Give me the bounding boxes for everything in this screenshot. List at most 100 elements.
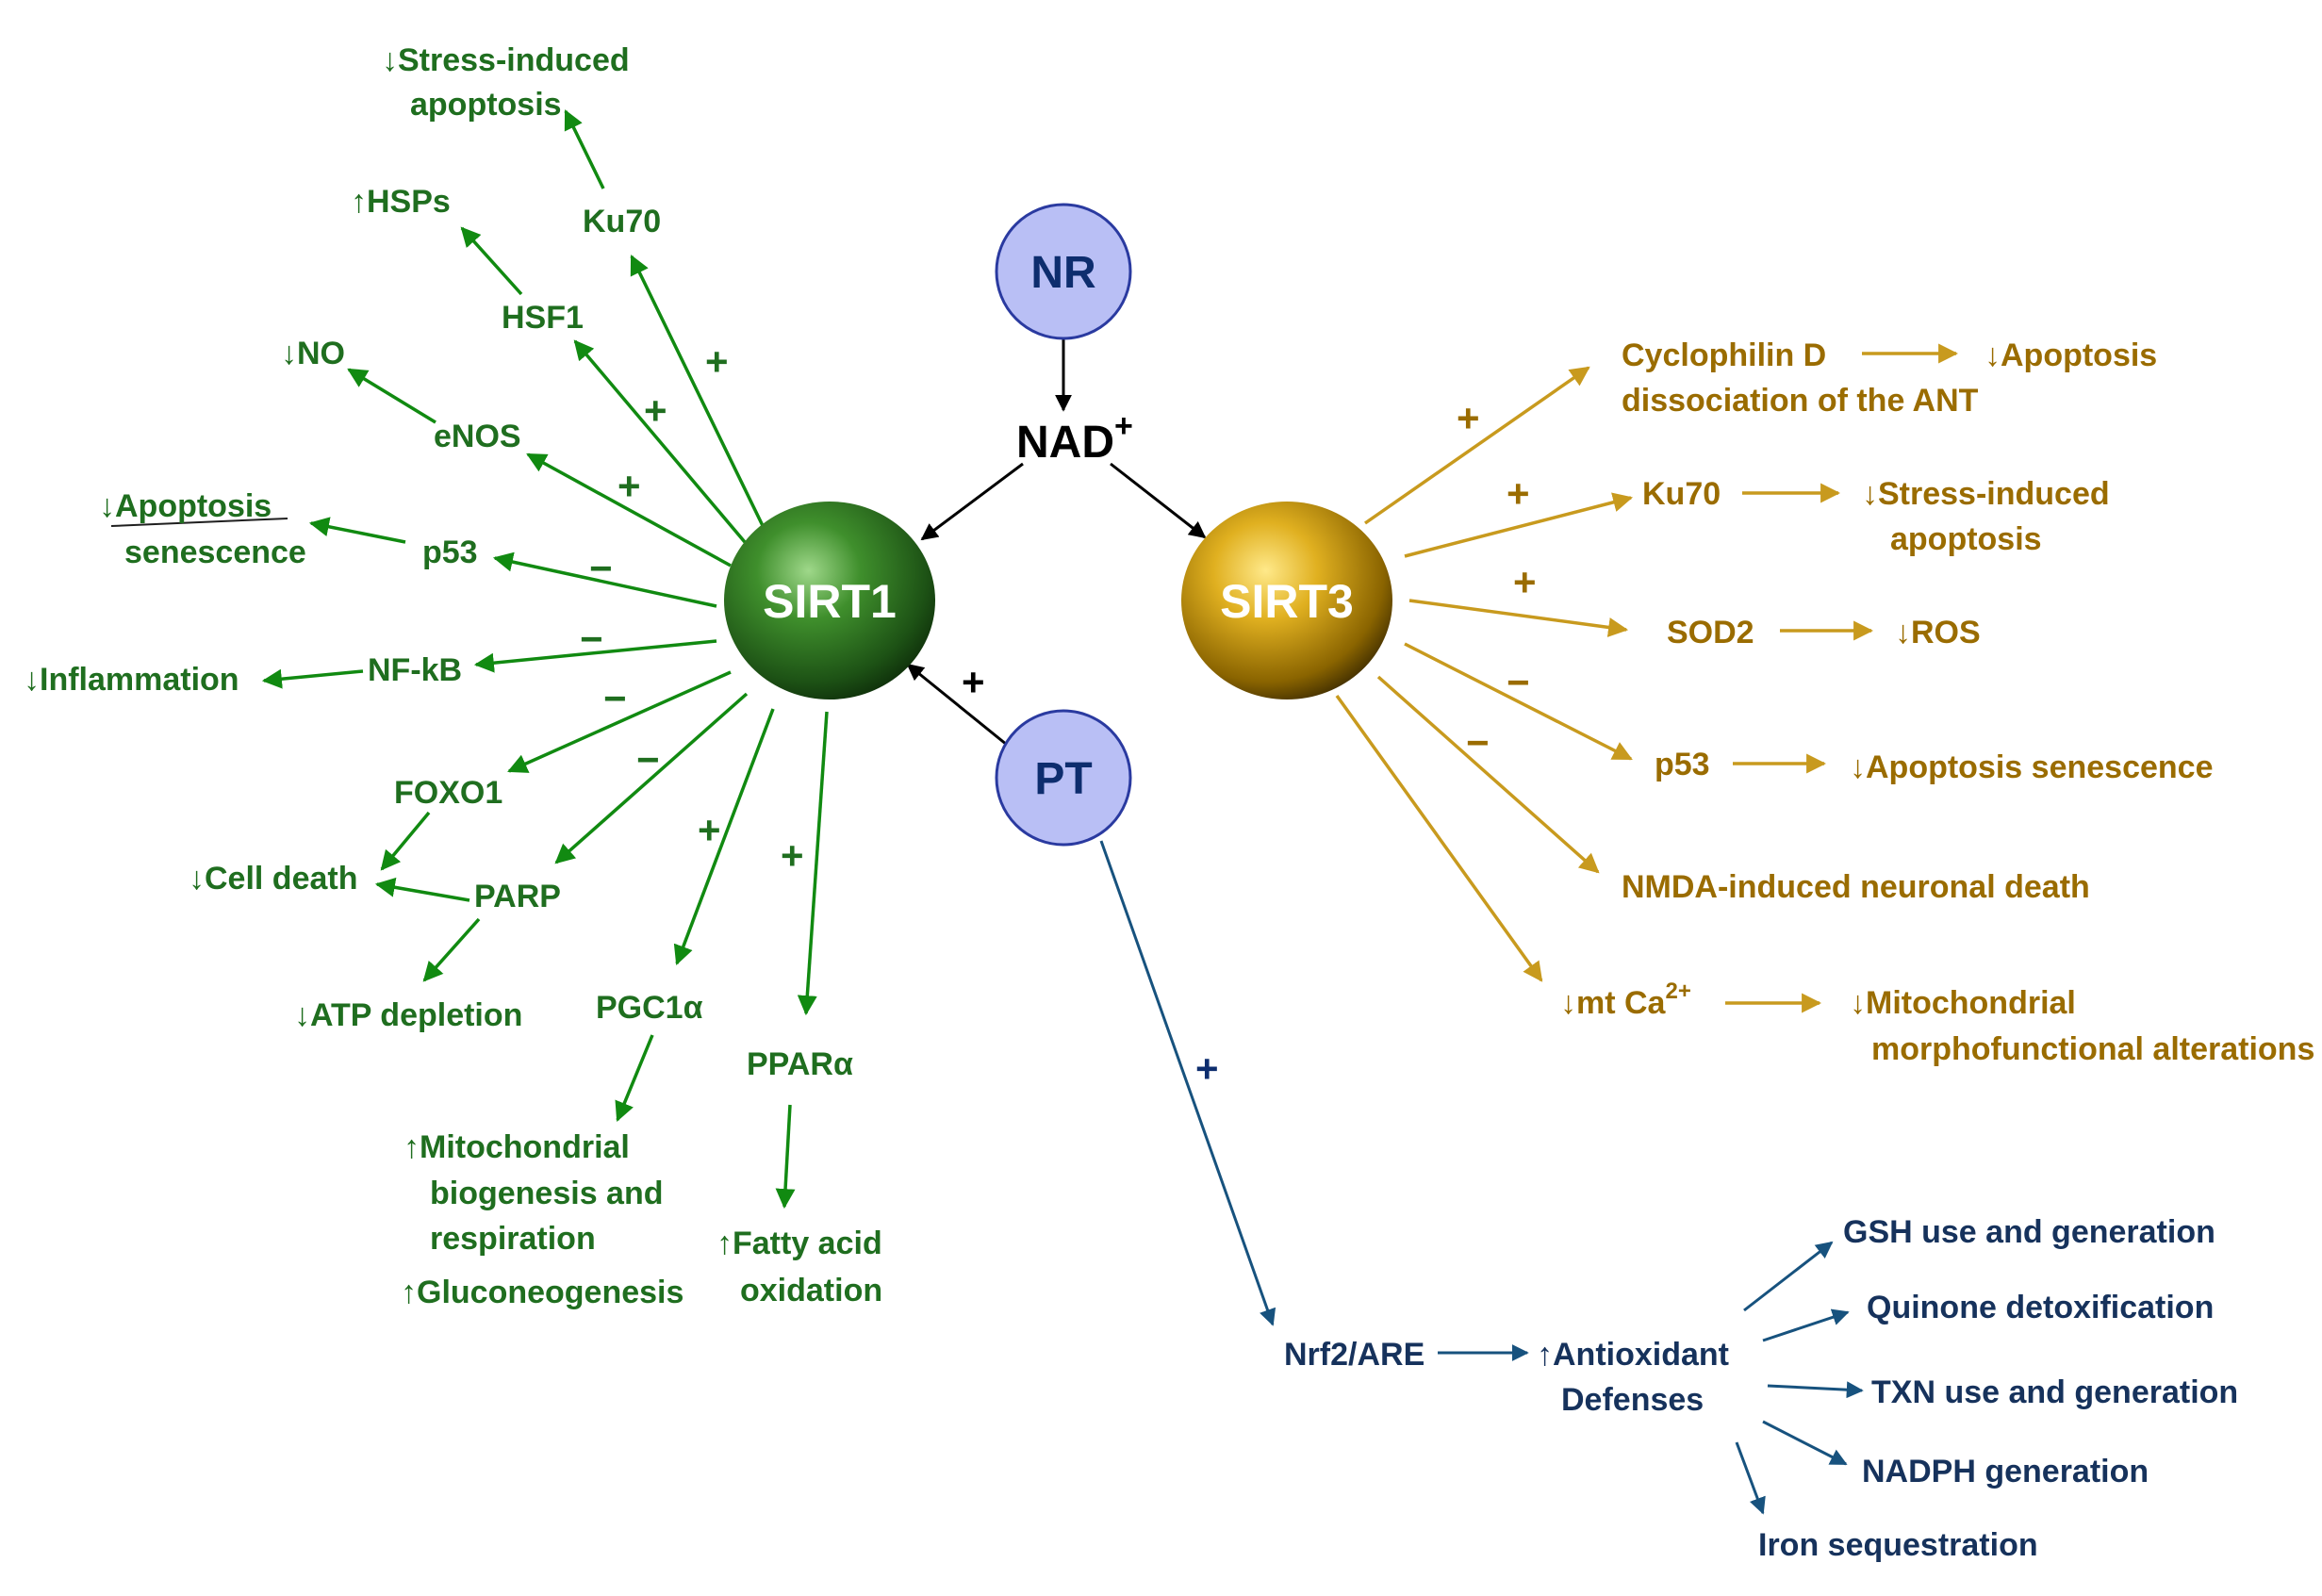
arrow-sirt3-nmda: [1376, 675, 1600, 874]
sirt1-label: SIRT1: [763, 575, 897, 628]
arrow-sirt3-cyclophilin: [1364, 366, 1590, 525]
arrow-sirt1-ppara: [797, 711, 829, 1016]
arrow-foxo1-celldeath: [380, 811, 431, 871]
arrow-nad-sirt1: [920, 462, 1024, 541]
sign-ppara: +: [781, 833, 804, 878]
sign-sod2: +: [1513, 560, 1537, 604]
arrow-nfkb-inflammation: [261, 668, 364, 689]
node-sirt3: SIRT3: [1181, 502, 1392, 699]
sign-ku70: +: [705, 339, 729, 384]
arrow-hsf1-hsps: [460, 226, 523, 296]
sirt1-hsps: ↑HSPs: [351, 184, 451, 220]
sign-hsf1: +: [644, 388, 667, 433]
arrow-parp-celldeath: [374, 877, 470, 902]
sign-nmda: −: [1466, 720, 1490, 765]
pt-txn: TXN use and generation: [1871, 1374, 2238, 1410]
sirt3-signs: + + + − −: [1457, 396, 1537, 765]
sirt1-signs: + + + − − − − + +: [580, 339, 804, 878]
sirt1-fatty-line2: oxidation: [740, 1273, 882, 1308]
arrow-pgc1a-mito: [615, 1034, 654, 1122]
sirt1-stress-apoptosis-line1: ↓Stress-induced: [382, 42, 630, 78]
sirt3-sphere: [1181, 502, 1392, 699]
arrow-enos-no: [347, 368, 436, 424]
sign-pt-sirt1: +: [962, 660, 985, 704]
sirt3-cyclophilin-line2: dissociation of the ANT: [1622, 383, 1979, 419]
arrow-sirt1-parp: [554, 692, 749, 864]
arrow-parp-atp: [422, 917, 481, 982]
sirt1-stress-apoptosis-line2: apoptosis: [410, 87, 562, 123]
sirt1-inflammation: ↓Inflammation: [24, 662, 239, 698]
arrow-sirt3-mtca: [1335, 694, 1543, 982]
sign-nfkb: −: [580, 617, 603, 661]
sirt1-sphere: [724, 502, 935, 699]
sirt1-ku70: Ku70: [583, 204, 661, 239]
sign-foxo1: −: [603, 676, 627, 720]
node-pt: PT: [995, 709, 1132, 847]
arrow-pt-nrf2: [1099, 840, 1276, 1326]
nad-text: NAD: [1016, 418, 1114, 468]
sirt1-ppara: PPARα: [747, 1046, 853, 1082]
sirt3-ku70: Ku70: [1642, 476, 1721, 512]
arrow-nad-sirt3: [1110, 462, 1207, 539]
sirt1-hsf1: HSF1: [502, 300, 584, 336]
arrow-antiox-quinone: [1762, 1308, 1850, 1342]
sirt1-enos: eNOS: [434, 419, 521, 454]
pt-label: PT: [1034, 754, 1092, 804]
sirt3-mtca: ↓mt Ca2+: [1560, 979, 1691, 1021]
sirt1-mito-line2: biogenesis and: [430, 1176, 664, 1211]
pt-sign: +: [1195, 1046, 1219, 1091]
arrow-antiox-nadph: [1762, 1420, 1848, 1466]
sign-pgc1a: +: [698, 808, 721, 852]
nr-label: NR: [1030, 248, 1095, 298]
sirt1-senescence: senescence: [124, 535, 306, 570]
sirt3-p53: p53: [1655, 747, 1710, 782]
sirt3-ros: ↓ROS: [1895, 615, 1981, 650]
sirt1-mito-line3: respiration: [430, 1221, 596, 1257]
pt-labels: + Nrf2/ARE ↑Antioxidant Defenses GSH use…: [1195, 1046, 2238, 1563]
sirt1-nfkb: NF-kB: [368, 652, 462, 688]
nr-circle: [995, 203, 1132, 340]
pt-antiox-line1: ↑Antioxidant: [1537, 1337, 1729, 1373]
sign-cyclophilin: +: [1457, 396, 1480, 440]
arrow-pt-sirt1: [906, 663, 1008, 747]
sirt1-arrows: [261, 109, 829, 1209]
sirt1-pgc1a: PGC1α: [596, 990, 703, 1026]
pt-gsh: GSH use and generation: [1843, 1214, 2215, 1250]
arrow-sirt1-enos: [526, 452, 732, 568]
arrow-sirt3-ku70: [1404, 492, 1634, 558]
sirt1-fatty-line1: ↑Fatty acid: [716, 1226, 882, 1261]
sign-parp: −: [636, 737, 660, 782]
sirt1-mito-line1: ↑Mitochondrial: [403, 1129, 630, 1165]
sirt1-cell-death: ↓Cell death: [189, 861, 357, 897]
sirt3-mito-line2: morphofunctional alterations: [1871, 1031, 2314, 1067]
sirt3-label: SIRT3: [1220, 575, 1354, 628]
arrow-sirt1-hsf1: [573, 339, 747, 544]
sirt1-atp-depletion: ↓ATP depletion: [294, 997, 522, 1033]
apoptosis-divider: [110, 518, 288, 527]
arrow-sirt1-ku70: [630, 255, 770, 538]
nad-label: NAD+: [1016, 408, 1133, 468]
arrow-antiox-iron: [1735, 1441, 1766, 1515]
arrow-sirt1-p53: [492, 551, 717, 608]
sirt3-mito-line1: ↓Mitochondrial: [1850, 985, 2076, 1021]
sirt3-stress-line1: ↓Stress-induced: [1862, 476, 2110, 512]
pt-arrows: [1099, 840, 1864, 1515]
sirt3-sod2: SOD2: [1667, 615, 1754, 650]
sirt1-labels: ↓Stress-induced apoptosis Ku70 ↑HSPs HSF…: [24, 42, 882, 1310]
pt-iron: Iron sequestration: [1758, 1527, 2038, 1563]
nad-superscript: +: [1114, 408, 1133, 444]
pt-nadph: NADPH generation: [1862, 1454, 2149, 1489]
arrow-sirt1-foxo1: [507, 670, 732, 773]
arrow-sirt3-p53: [1404, 642, 1633, 761]
sirt1-p53: p53: [422, 535, 478, 570]
arrow-antiox-gsh: [1743, 1241, 1834, 1312]
sirt3-apoptosis: ↓Apoptosis: [1984, 337, 2157, 373]
sign-ku70: +: [1507, 471, 1530, 516]
sirt3-cyclophilin-line1: Cyclophilin D: [1622, 337, 1826, 373]
sign-p53: −: [589, 546, 613, 590]
arrow-antiox-txn: [1767, 1381, 1864, 1399]
arrow-ku70-stress: [564, 109, 605, 189]
sirt3-labels: Cyclophilin D dissociation of the ANT ↓A…: [1560, 337, 2314, 1067]
